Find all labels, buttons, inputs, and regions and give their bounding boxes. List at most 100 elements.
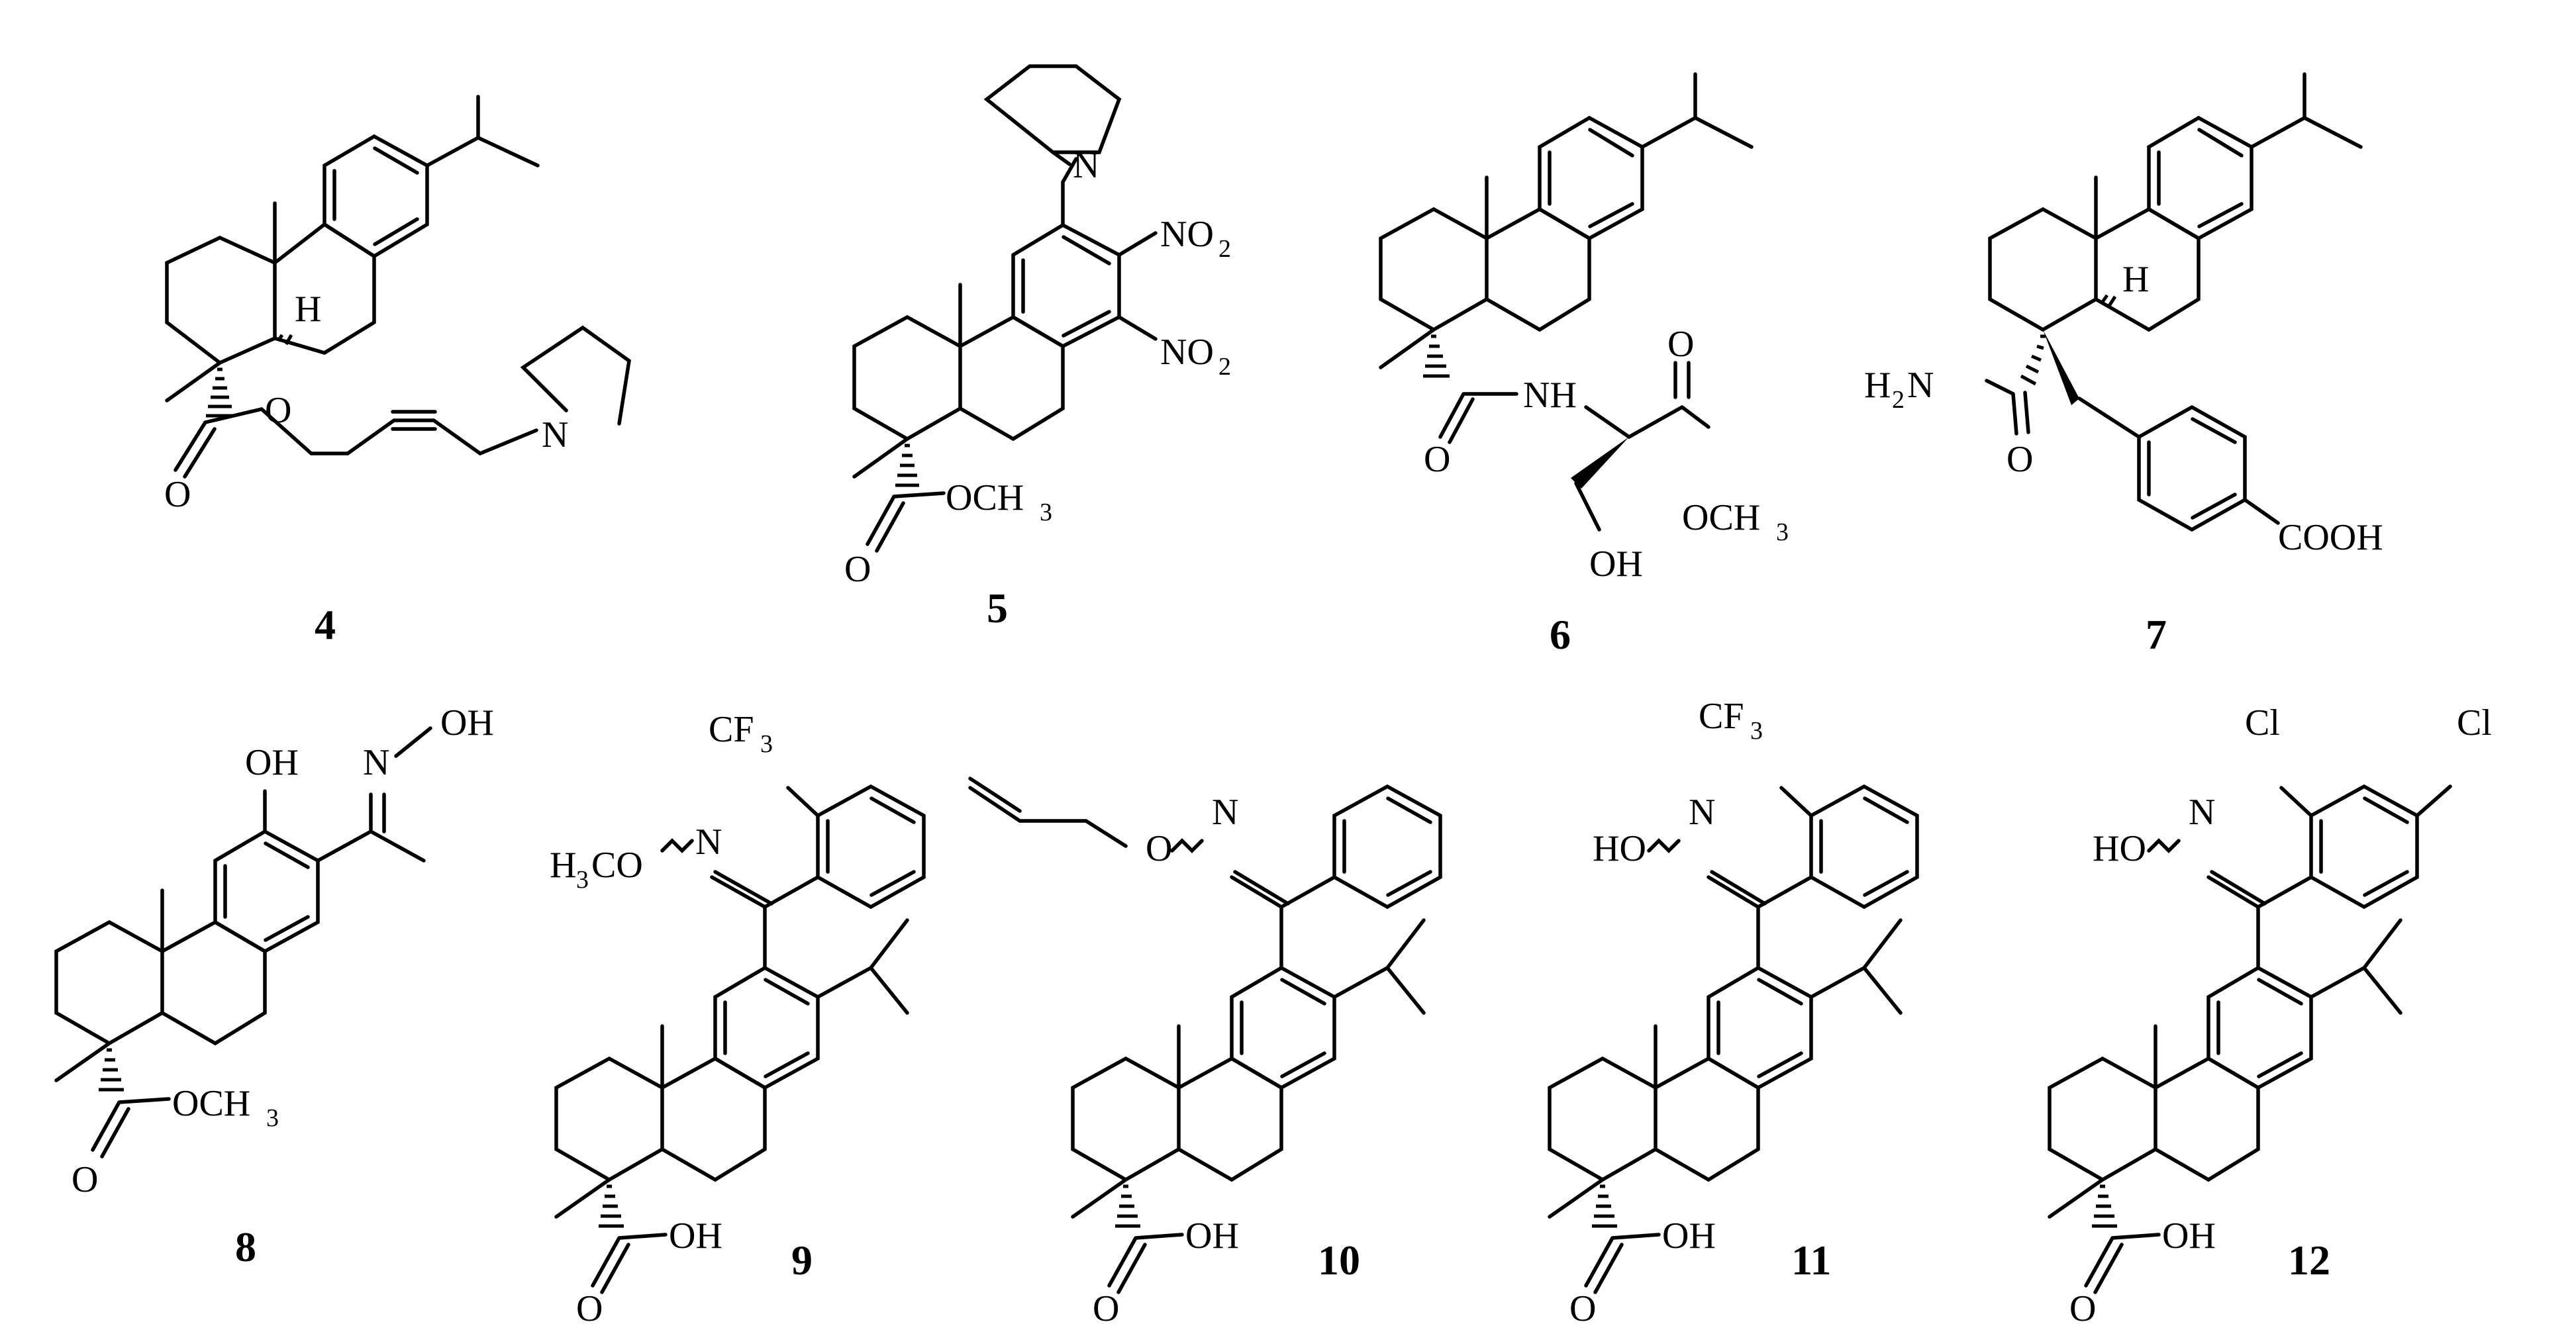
atom-label: O [2006, 439, 2033, 480]
compound-8: OH N OH OCH 3 O 8 [54, 702, 494, 1270]
compound-12: Cl Cl HO N OH O 12 [2048, 702, 2492, 1326]
atom-label: OH [2162, 1215, 2216, 1256]
compound-12-labels: Cl Cl HO N OH O [2069, 702, 2492, 1326]
atom-label: NO [1160, 214, 1214, 255]
atom-label: OH [245, 742, 299, 783]
atom-label: O [164, 474, 191, 515]
atom-label: N [1689, 792, 1715, 833]
atom-label: O [1093, 1288, 1119, 1326]
compound-10: O N OH O 10 [968, 777, 1442, 1326]
atom-label: O [576, 1288, 603, 1326]
atom-label: OCH [172, 1083, 250, 1124]
compound-9: CF 3 H 3 CO N OH O 9 [550, 709, 926, 1326]
compound-11-labels: CF 3 HO N OH O [1569, 696, 1763, 1326]
compound-10-stereo-hash [1115, 1184, 1140, 1228]
compound-4-bonds [165, 95, 631, 479]
atom-subscript: 3 [266, 1104, 279, 1132]
compound-4: H O O N 4 [164, 95, 631, 648]
compound-10-labels: O N OH O [1093, 792, 1239, 1326]
atom-label: HO [1593, 828, 1646, 869]
atom-label: CO [591, 845, 643, 886]
compound-7-stereo [2020, 294, 2117, 405]
atom-label: O [1667, 324, 1694, 365]
atom-subscript: 3 [1750, 717, 1763, 745]
atom-label: N [542, 414, 568, 455]
atom-label: Cl [2245, 702, 2280, 743]
compound-12-stereo-hash [2092, 1184, 2117, 1228]
compound-5-bonds [852, 64, 1158, 553]
atom-subscript: 3 [1776, 518, 1789, 546]
compound-number: 12 [2288, 1237, 2330, 1284]
atom-label: NO [1160, 332, 1214, 373]
wavy-bond [1170, 838, 1204, 853]
compound-8-labels: OH N OH OCH 3 O [72, 702, 494, 1200]
compound-9-stereo-hash [599, 1184, 624, 1228]
compound-6-stereo [1423, 334, 1629, 489]
compound-9-bonds [554, 784, 926, 1294]
atom-label: OCH [946, 477, 1024, 518]
atom-label: Cl [2457, 702, 2492, 743]
atom-label: H [1864, 365, 1891, 406]
atom-subscript: 3 [760, 730, 773, 758]
oxime-o-bond [394, 726, 432, 758]
wavy-bond [1647, 838, 1681, 853]
atom-label: N [695, 822, 722, 863]
atom-label: NH [1523, 375, 1577, 416]
atom-subscript: 3 [1040, 498, 1052, 526]
atom-label: CF [709, 709, 754, 750]
atom-label: COOH [2278, 517, 2383, 558]
compound-number: 7 [2146, 611, 2167, 658]
atom-label: N [1907, 365, 1934, 406]
atom-label: H [550, 845, 576, 886]
compound-10-bonds [968, 777, 1442, 1294]
atom-label: H [295, 289, 321, 330]
compound-9-labels: CF 3 H 3 CO N OH O [550, 709, 773, 1326]
compound-8-stereo-hash [99, 1048, 124, 1092]
atom-label: OH [1662, 1215, 1716, 1256]
atom-subscript: 2 [1218, 353, 1231, 381]
compound-11: CF 3 HO N OH O 11 [1548, 696, 1919, 1326]
atom-label: OH [669, 1215, 722, 1256]
compound-5: N NO 2 NO 2 OCH 3 O 5 [844, 64, 1231, 632]
compound-number: 10 [1318, 1237, 1360, 1284]
compound-number: 4 [315, 601, 336, 648]
wavy-bond [2147, 838, 2181, 853]
atom-label: N [1212, 792, 1238, 833]
wavy-bond [660, 838, 694, 853]
atom-label: OH [1185, 1215, 1239, 1256]
atom-label: OCH [1682, 497, 1760, 538]
atom-subscript: 2 [1218, 235, 1231, 263]
atom-label: HO [2093, 828, 2146, 869]
compound-7: H H 2 N O COOH 7 [1864, 72, 2383, 658]
atom-label: N [2189, 792, 2215, 833]
compound-6-labels: NH O O OCH 3 OH [1424, 324, 1789, 585]
atom-label: O [2069, 1288, 2096, 1326]
atom-label: OH [440, 702, 494, 743]
compound-number: 6 [1550, 611, 1571, 658]
atom-label: N [1073, 145, 1099, 186]
atom-subscript: 2 [1892, 386, 1905, 414]
compound-6: NH O O OCH 3 OH 6 [1379, 72, 1789, 658]
atom-label: O [265, 390, 291, 431]
compound-4-labels: H O O N [164, 289, 568, 515]
compound-5-stereo-hash [895, 444, 919, 487]
compound-7-labels: H H 2 N O COOH [1864, 259, 2383, 558]
atom-label: O [844, 549, 871, 590]
atom-label: O [72, 1159, 98, 1200]
atom-label: OH [1589, 544, 1643, 585]
compound-11-bonds [1548, 784, 1919, 1294]
compound-6-bonds [1379, 72, 1754, 532]
compound-number: 9 [791, 1237, 813, 1284]
atom-label: O [1146, 828, 1172, 869]
compound-number: 11 [1791, 1237, 1831, 1284]
compound-5-labels: N NO 2 NO 2 OCH 3 O [844, 145, 1231, 590]
compound-4-stereo-hash [206, 334, 293, 418]
atom-subscript: 3 [576, 866, 589, 894]
compound-11-stereo-hash [1592, 1184, 1617, 1228]
compound-12-bonds [2048, 784, 2452, 1294]
atom-label: O [1569, 1288, 1596, 1326]
compound-8-bonds [54, 789, 426, 1159]
atom-label: N [363, 742, 389, 783]
compound-number: 5 [987, 585, 1008, 632]
